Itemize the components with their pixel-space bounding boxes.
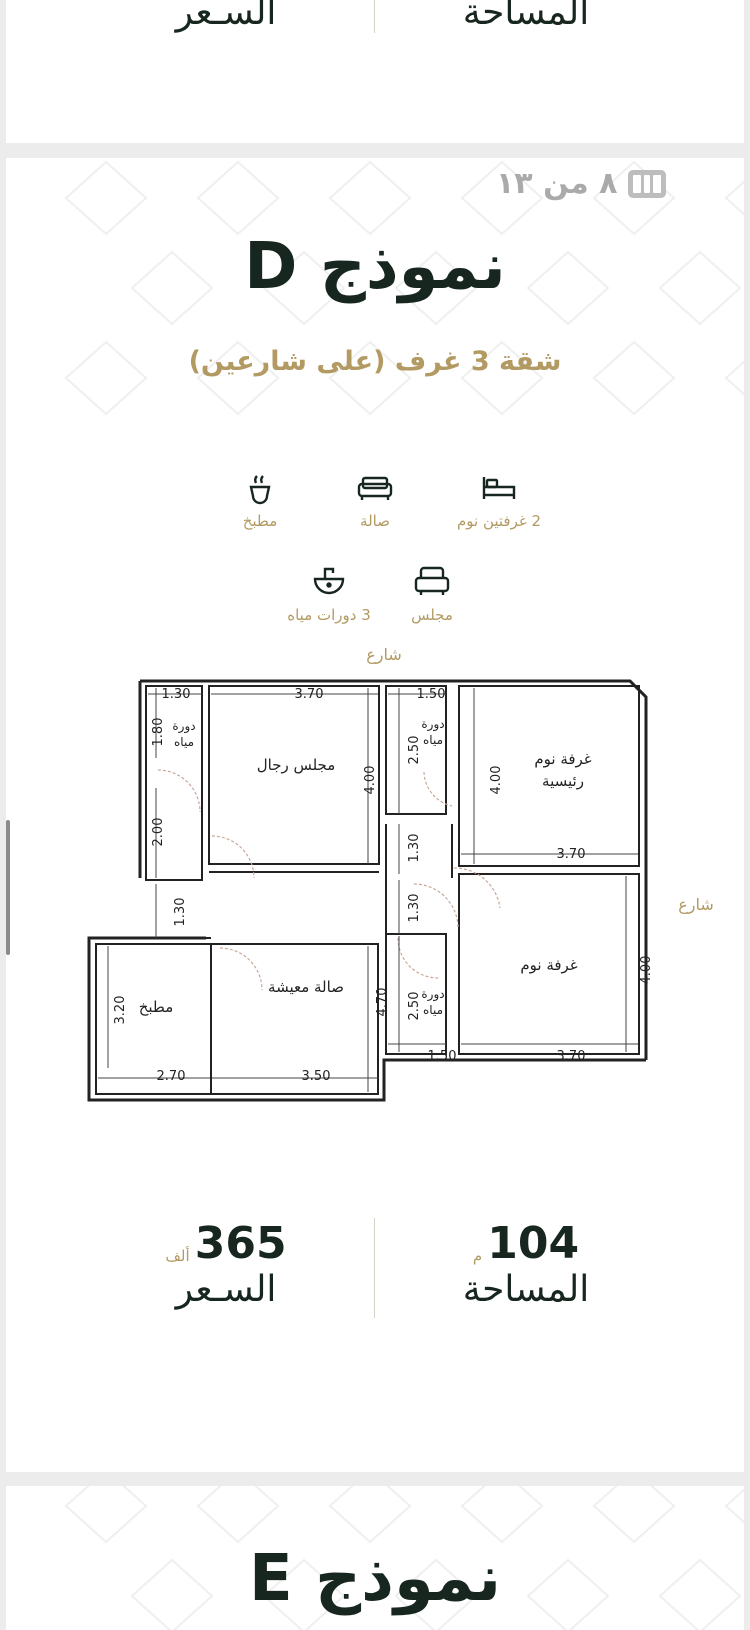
room-master-bed-2: رئيسية <box>542 772 584 790</box>
dim-corridor2-height: 1.30 <box>407 834 422 863</box>
area-value-row: 104 م <box>426 1218 626 1269</box>
price-value-row: 365 ألف <box>126 1218 326 1269</box>
room-living: صالة معيشة <box>268 978 344 996</box>
room-wc-2b: مياه <box>423 733 443 747</box>
dim-master-height: 4.00 <box>489 766 504 795</box>
slide-counter: ٨ من ١٣ <box>496 166 667 201</box>
dim-master-width: 3.70 <box>557 847 586 862</box>
dim-wc3-width: 1.50 <box>428 1049 457 1064</box>
room-mens-majlis: مجلس رجال <box>257 756 336 774</box>
area-label: المساحة <box>462 1269 590 1310</box>
page-scrollbar[interactable] <box>6 820 10 955</box>
dim-wc2-width: 1.50 <box>417 687 446 702</box>
street-label-top: شارع <box>366 648 402 665</box>
room-wc-1b: مياه <box>174 735 194 749</box>
dim-bedroom-height: 4.00 <box>639 956 654 985</box>
previous-model-card: السـعر المساحة <box>6 0 744 143</box>
price-label: السـعر <box>175 1269 277 1310</box>
previous-price: السـعر <box>126 0 326 33</box>
next-background-pattern <box>64 1486 744 1630</box>
dim-living-width: 3.50 <box>302 1069 331 1084</box>
dim-wc3-height: 2.50 <box>407 992 422 1021</box>
dim-kitchen-width: 2.70 <box>157 1069 186 1084</box>
room-kitchen: مطبخ <box>139 998 174 1016</box>
gallery-icon <box>628 169 667 198</box>
dim-wc2-height: 2.50 <box>407 736 422 765</box>
dim-corridor3-height: 1.30 <box>407 894 422 923</box>
previous-stats: السـعر المساحة <box>6 0 744 100</box>
slide-counter-text: ٨ من ١٣ <box>496 166 618 201</box>
room-master-bed-1: غرفة نوم <box>534 750 591 768</box>
feature-living: صالة <box>315 471 435 530</box>
feature-bathrooms-label: 3 دورات مياه <box>287 606 371 624</box>
dim-kitchen-height: 3.20 <box>113 996 128 1025</box>
dim-majlis-width: 3.70 <box>295 687 324 702</box>
area-unit: م <box>472 1247 483 1265</box>
bed-icon <box>482 477 516 499</box>
room-bedroom: غرفة نوم <box>520 956 577 974</box>
floor-plan: شارع شارع مجلس رجال غرفة نوم رئيسية غرفة… <box>87 648 714 1102</box>
model-e-card: نموذج E <box>6 1486 744 1630</box>
room-wc-3b: مياه <box>423 1003 443 1017</box>
bathroom-icon <box>313 567 345 595</box>
feature-bedrooms-label: 2 غرفتين نوم <box>456 512 542 530</box>
background-pattern <box>64 160 744 416</box>
dim-corridor-height: 2.00 <box>151 818 166 847</box>
room-wc-2a: دورة <box>421 717 444 732</box>
feature-kitchen-label: مطبخ <box>242 512 278 530</box>
room-wc-3a: دورة <box>421 987 444 1002</box>
feature-kitchen: مطبخ <box>200 471 320 530</box>
dim-majlis-height: 4.00 <box>363 766 378 795</box>
dim-living-height: 4.70 <box>375 988 390 1017</box>
room-wc-1a: دورة <box>172 719 195 734</box>
kitchen-icon <box>249 475 271 505</box>
previous-divider <box>374 0 375 33</box>
feature-bedrooms: 2 غرفتين نوم <box>429 471 569 530</box>
model-stats: 365 ألف السـعر 104 م المساحة <box>6 1218 744 1318</box>
previous-area-label: المساحة <box>462 0 590 33</box>
armchair-icon <box>414 566 450 595</box>
dim-bedroom-width: 3.70 <box>557 1049 586 1064</box>
price-value: 365 <box>194 1218 287 1269</box>
previous-area: المساحة <box>426 0 626 33</box>
price-block: 365 ألف السـعر <box>126 1218 326 1310</box>
dim-wc1-height: 1.80 <box>151 718 166 747</box>
feature-majlis-label: مجلس <box>411 606 453 624</box>
dim-entry-height: 1.30 <box>173 898 188 927</box>
stats-divider <box>374 1218 375 1318</box>
model-d-card: ٨ من ١٣ نموذج D شقة 3 غرف (على شارعين) م… <box>6 158 744 1472</box>
dim-top-wc-width: 1.30 <box>162 687 191 702</box>
model-title: نموذج D <box>244 230 506 304</box>
price-unit: ألف <box>165 1247 190 1265</box>
area-block: 104 م المساحة <box>426 1218 626 1310</box>
feature-bathrooms: 3 دورات مياه <box>264 563 394 624</box>
feature-majlis: مجلس <box>372 563 492 624</box>
sofa-icon <box>357 476 393 500</box>
previous-price-label: السـعر <box>175 0 277 33</box>
feature-living-label: صالة <box>360 512 390 530</box>
street-label-right: شارع <box>678 895 714 915</box>
next-model-title: نموذج E <box>248 1542 502 1616</box>
area-value: 104 <box>487 1218 580 1269</box>
model-subtitle: شقة 3 غرف (على شارعين) <box>188 346 562 377</box>
